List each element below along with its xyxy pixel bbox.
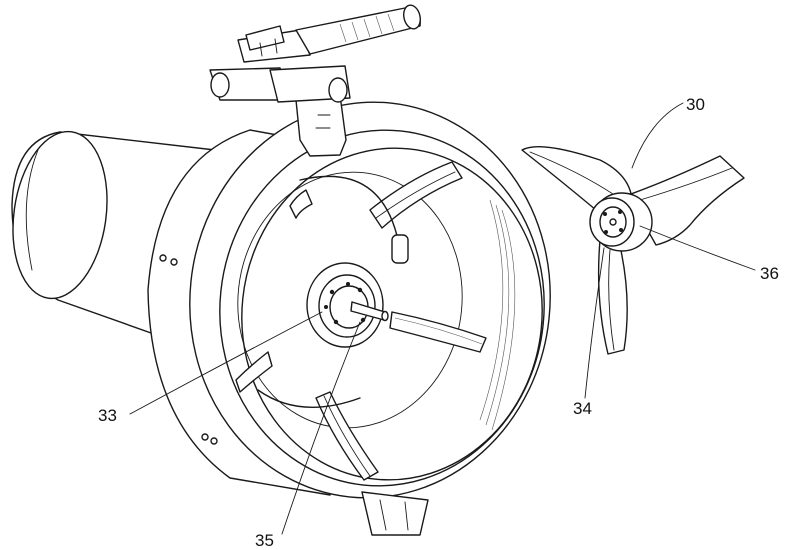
propeller — [521, 146, 745, 355]
label-33: 33 — [98, 406, 117, 425]
inner-shroud-edge-lower — [257, 389, 361, 408]
leader-36 — [639, 225, 756, 271]
leader-30 — [631, 102, 684, 169]
inner-shroud-edge — [299, 175, 401, 251]
hub — [306, 262, 389, 348]
side-boss — [391, 234, 409, 264]
leader-lines — [129, 102, 756, 535]
label-35: 35 — [255, 531, 274, 550]
leader-35 — [281, 321, 361, 535]
leader-33 — [129, 311, 323, 415]
label-34: 34 — [573, 399, 592, 418]
label-30: 30 — [686, 95, 705, 114]
mount-clamp — [209, 4, 421, 157]
label-36: 36 — [760, 264, 779, 283]
leader-34 — [584, 247, 605, 399]
stator-vanes — [235, 161, 487, 481]
